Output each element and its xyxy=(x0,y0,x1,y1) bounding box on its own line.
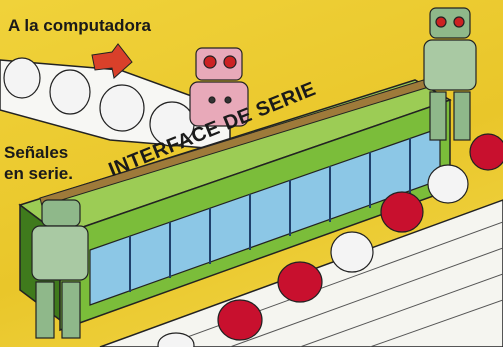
robot-bottom-left xyxy=(31,199,89,339)
track-lines xyxy=(159,221,503,347)
label-serial-signals-line1: Señales xyxy=(4,143,69,162)
arrow-icon xyxy=(91,43,133,79)
robot-pink xyxy=(189,47,249,127)
robot-top-right xyxy=(423,7,477,141)
top-balls xyxy=(3,57,195,147)
label-to-computer: A la computadora xyxy=(8,16,151,35)
label-serial-signals-line2: en serie. xyxy=(4,164,73,183)
interface-box xyxy=(18,77,452,332)
bottom-balls xyxy=(157,133,503,347)
label-serial-signals: Señales en serie. xyxy=(4,142,74,184)
